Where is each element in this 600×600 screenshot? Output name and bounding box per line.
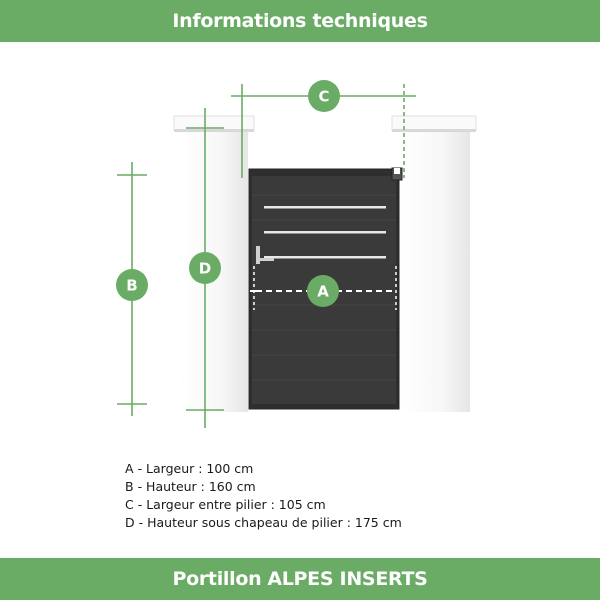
footer-banner: Portillon ALPES INSERTS — [0, 558, 600, 600]
legend-item: B - Hauteur : 160 cm — [125, 478, 402, 496]
insert-strip — [264, 206, 386, 209]
marker-b: B — [116, 269, 148, 301]
right-pillar — [391, 115, 477, 412]
legend-letter: D — [125, 515, 135, 530]
marker-b-label: B — [126, 277, 137, 295]
marker-d-label: D — [199, 260, 211, 278]
insert-strip — [264, 231, 386, 234]
legend-text: - Hauteur sous chapeau de pilier : 175 c… — [138, 515, 402, 530]
product-prefix: Portillon — [172, 568, 262, 590]
marker-a-label: A — [317, 283, 329, 301]
legend-text: - Largeur entre pilier : 105 cm — [137, 497, 326, 512]
header-title: Informations techniques — [172, 10, 428, 32]
marker-c-label: C — [318, 88, 329, 106]
marker-d: D — [189, 252, 221, 284]
marker-c: C — [308, 80, 340, 112]
legend-item: C - Largeur entre pilier : 105 cm — [125, 496, 402, 514]
dimension-legend: A - Largeur : 100 cm B - Hauteur : 160 c… — [125, 460, 402, 532]
legend-item: D - Hauteur sous chapeau de pilier : 175… — [125, 514, 402, 532]
legend-text: - Hauteur : 160 cm — [137, 479, 256, 494]
legend-letter: A — [125, 461, 134, 476]
legend-letter: C — [125, 497, 134, 512]
legend-item: A - Largeur : 100 cm — [125, 460, 402, 478]
legend-letter: B — [125, 479, 134, 494]
legend-text: - Largeur : 100 cm — [137, 461, 254, 476]
product-name: ALPES INSERTS — [267, 568, 428, 590]
marker-a: A — [307, 275, 339, 307]
header-banner: Informations techniques — [0, 0, 600, 42]
insert-strip — [264, 256, 386, 259]
product-title: Portillon ALPES INSERTS — [172, 568, 427, 590]
handle-icon — [256, 246, 260, 264]
